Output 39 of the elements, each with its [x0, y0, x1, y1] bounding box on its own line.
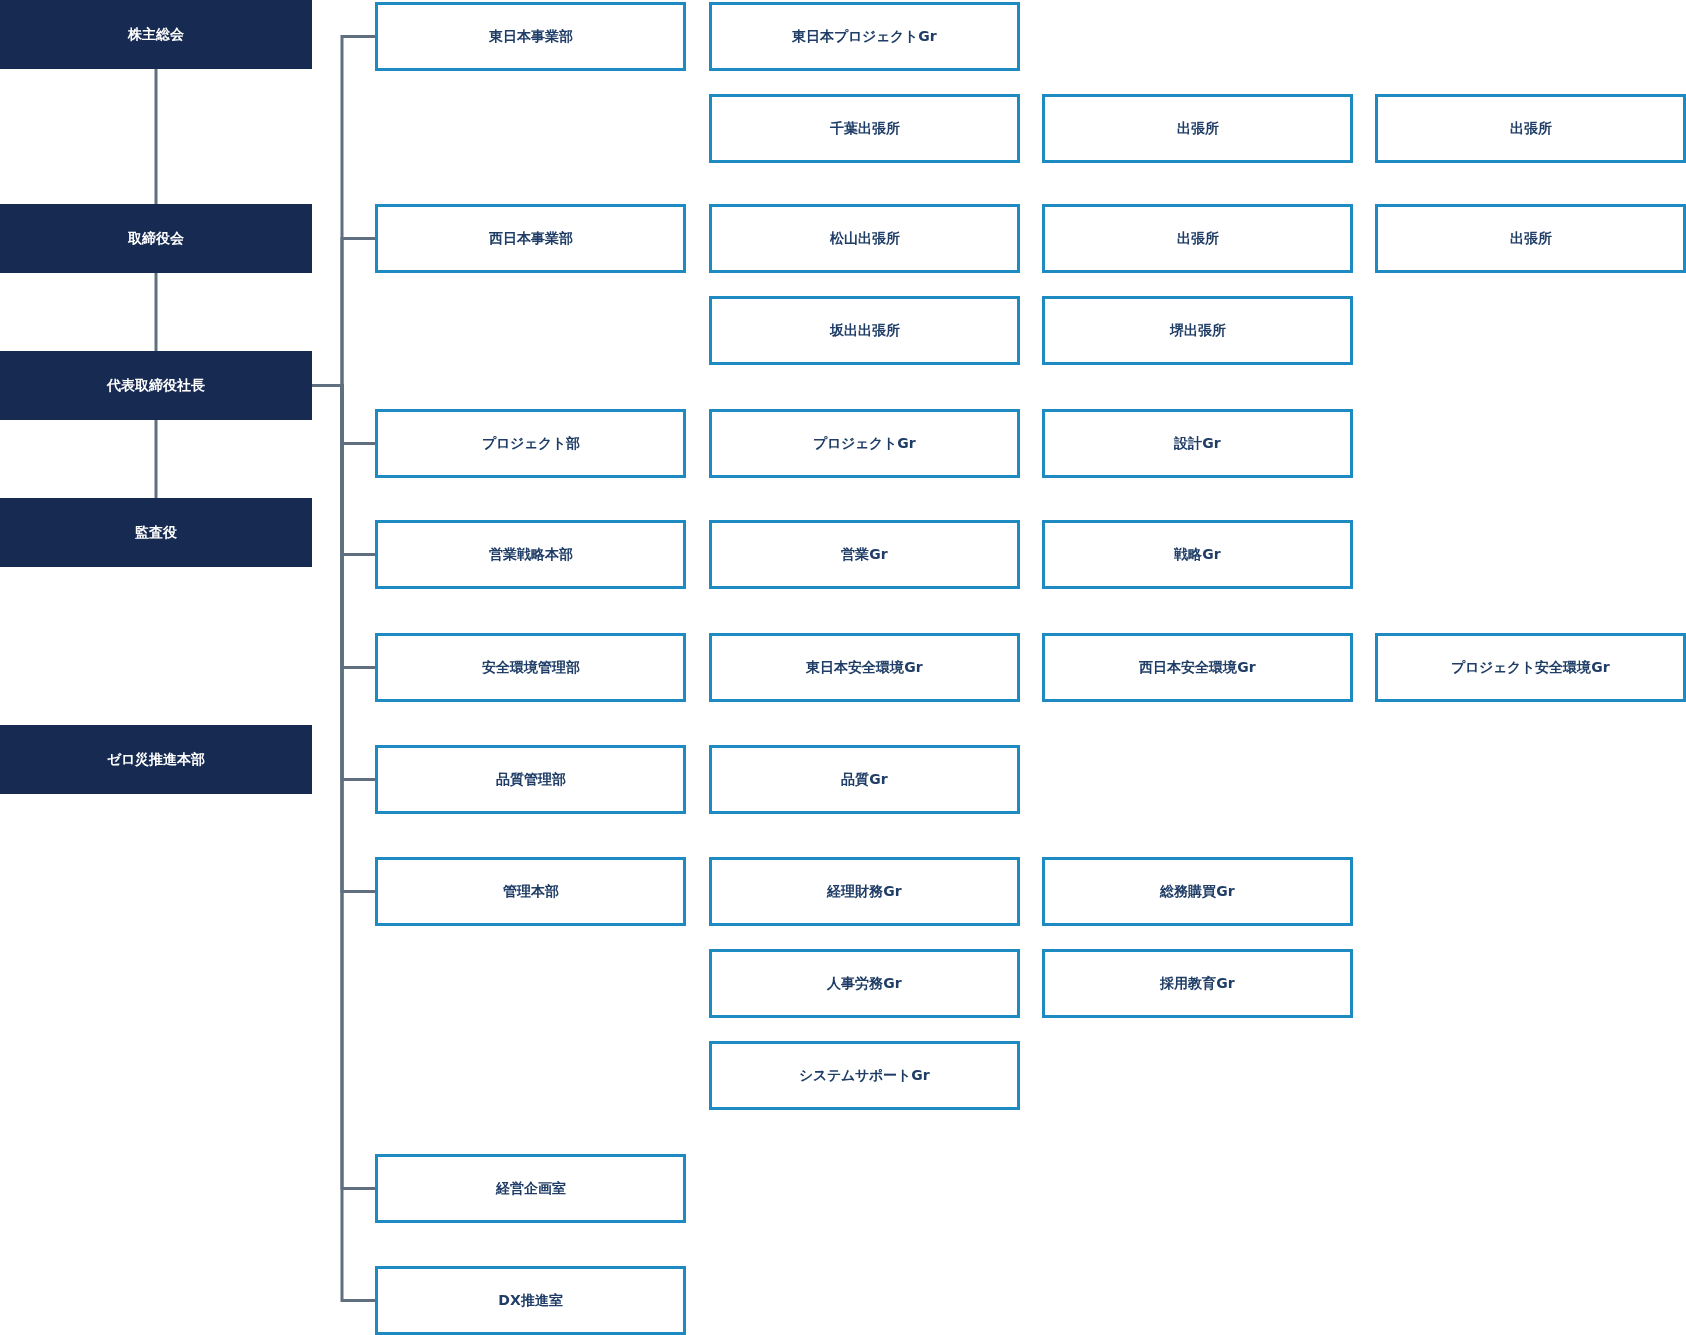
executive-box: 監査役 [0, 498, 312, 567]
department-box: 経営企画室 [375, 1154, 686, 1223]
group-box: 採用教育Gr [1042, 949, 1353, 1018]
group-box: 営業Gr [709, 520, 1020, 589]
group-box: 松山出張所 [709, 204, 1020, 273]
department-box: 西日本事業部 [375, 204, 686, 273]
department-box: 営業戦略本部 [375, 520, 686, 589]
department-box: DX推進室 [375, 1266, 686, 1335]
group-box: プロジェクト安全環境Gr [1375, 633, 1686, 702]
group-box: 戦略Gr [1042, 520, 1353, 589]
group-box: 東日本プロジェクトGr [709, 2, 1020, 71]
group-box: 品質Gr [709, 745, 1020, 814]
group-box: 設計Gr [1042, 409, 1353, 478]
group-box: 出張所 [1375, 94, 1686, 163]
connector-line [154, 273, 158, 351]
department-box: 安全環境管理部 [375, 633, 686, 702]
executive-box: 株主総会 [0, 0, 312, 69]
group-box: 経理財務Gr [709, 857, 1020, 926]
group-box: 出張所 [1042, 94, 1353, 163]
group-box: 坂出出張所 [709, 296, 1020, 365]
executive-box: 代表取締役社長 [0, 351, 312, 420]
department-box: プロジェクト部 [375, 409, 686, 478]
group-box: プロジェクトGr [709, 409, 1020, 478]
executive-box: ゼロ災推進本部 [0, 725, 312, 794]
department-box: 東日本事業部 [375, 2, 686, 71]
executive-box: 取締役会 [0, 204, 312, 273]
group-box: 千葉出張所 [709, 94, 1020, 163]
connector-line [154, 69, 158, 204]
group-box: 東日本安全環境Gr [709, 633, 1020, 702]
group-box: システムサポートGr [709, 1041, 1020, 1110]
group-box: 総務購買Gr [1042, 857, 1353, 926]
connector-line [154, 420, 158, 498]
department-box: 管理本部 [375, 857, 686, 926]
department-box: 品質管理部 [375, 745, 686, 814]
group-box: 西日本安全環境Gr [1042, 633, 1353, 702]
group-box: 出張所 [1042, 204, 1353, 273]
group-box: 人事労務Gr [709, 949, 1020, 1018]
group-box: 堺出張所 [1042, 296, 1353, 365]
group-box: 出張所 [1375, 204, 1686, 273]
